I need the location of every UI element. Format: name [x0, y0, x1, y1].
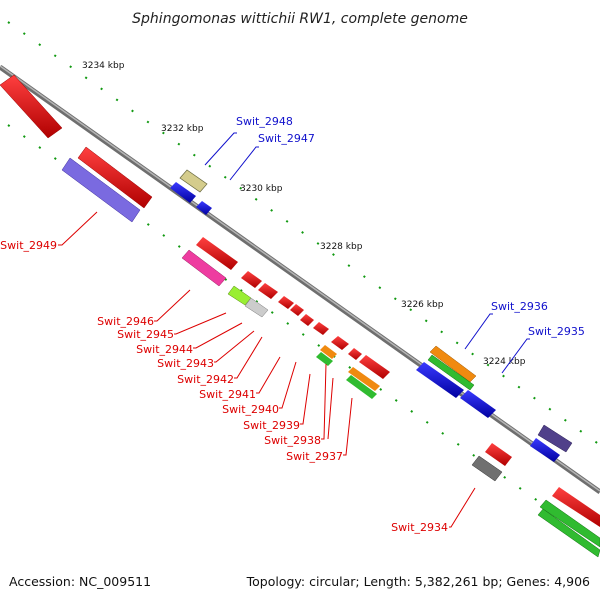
- gene-block: [359, 355, 390, 379]
- gene-block: [348, 367, 380, 391]
- gene-block: [61, 157, 141, 223]
- scale-tick-guides: [7, 21, 600, 546]
- gene-block: [227, 285, 252, 306]
- gene-label: Swit_2938: [264, 434, 321, 447]
- gene-label: Swit_2943: [157, 357, 214, 370]
- gene-label: Swit_2944: [136, 343, 193, 356]
- gene-block: [552, 487, 600, 527]
- gene-block: [258, 283, 278, 299]
- gene-block: [537, 424, 573, 453]
- gene-block: [313, 322, 329, 335]
- gene-block: [429, 345, 477, 383]
- upper-label-leaders: [204, 132, 530, 374]
- gene-block: [530, 438, 560, 462]
- scale-label: 3226 kbp: [401, 300, 444, 310]
- gene-block: [77, 146, 153, 209]
- gene-label: Swit_2936: [491, 300, 548, 313]
- gene-block: [346, 375, 377, 399]
- scale-label: 3234 kbp: [82, 61, 125, 71]
- gene-label: Swit_2935: [528, 325, 585, 338]
- upper-gene-labels: Swit_2948 Swit_2947 Swit_2936 Swit_2935: [236, 115, 585, 338]
- gene-block: [460, 390, 496, 418]
- gene-block: [416, 362, 464, 398]
- gene-block: [179, 169, 208, 193]
- map-title: Sphingomonas wittichii RW1, complete gen…: [132, 11, 468, 27]
- gene-block: [485, 443, 512, 466]
- gene-label: Swit_2948: [236, 115, 293, 128]
- gene-block: [0, 74, 63, 139]
- gene-block: [427, 354, 475, 391]
- genome-summary: Topology: circular; Length: 5,382,261 bp…: [246, 574, 590, 589]
- gene-block: [196, 237, 238, 270]
- gene-features-upper: [0, 74, 573, 462]
- gene-block: [181, 249, 227, 287]
- scale-labels: 3234 kbp 3232 kbp 3230 kbp 3228 kbp 3226…: [82, 61, 526, 367]
- gene-block: [170, 182, 196, 203]
- gene-block: [320, 345, 337, 359]
- gene-block: [241, 271, 262, 288]
- gene-label: Swit_2945: [117, 328, 174, 341]
- gene-block: [348, 348, 362, 360]
- gene-label: Swit_2941: [199, 388, 256, 401]
- scale-label: 3224 kbp: [483, 357, 526, 367]
- gene-features-lower: [61, 146, 600, 558]
- gene-label: Swit_2937: [286, 450, 343, 463]
- genome-backbone: [0, 64, 600, 495]
- gene-block: [539, 499, 600, 548]
- gene-block: [290, 304, 304, 316]
- lower-tick-guide: [7, 124, 600, 546]
- upper-tick-guide: [7, 21, 600, 446]
- scale-label: 3230 kbp: [240, 184, 283, 194]
- gene-label: Swit_2949: [0, 239, 57, 252]
- gene-block: [244, 297, 269, 318]
- gene-block: [537, 508, 600, 558]
- gene-label: Swit_2940: [222, 403, 279, 416]
- gene-block: [196, 201, 212, 215]
- gene-block: [331, 336, 349, 350]
- lower-label-leaders: [58, 211, 476, 528]
- gene-label: Swit_2939: [243, 419, 300, 432]
- gene-block: [471, 455, 503, 482]
- gene-label: Swit_2946: [97, 315, 154, 328]
- scale-label: 3228 kbp: [320, 242, 363, 252]
- gene-block: [278, 296, 294, 309]
- scale-label: 3232 kbp: [161, 124, 204, 134]
- lower-gene-labels: Swit_2949 Swit_2946 Swit_2945 Swit_2944 …: [0, 239, 448, 534]
- accession-label: Accession: NC_009511: [9, 574, 151, 589]
- gene-label: Swit_2947: [258, 132, 315, 145]
- gene-label: Swit_2934: [391, 521, 448, 534]
- gene-block: [300, 314, 314, 326]
- gene-block: [316, 352, 333, 366]
- gene-label: Swit_2942: [177, 373, 234, 386]
